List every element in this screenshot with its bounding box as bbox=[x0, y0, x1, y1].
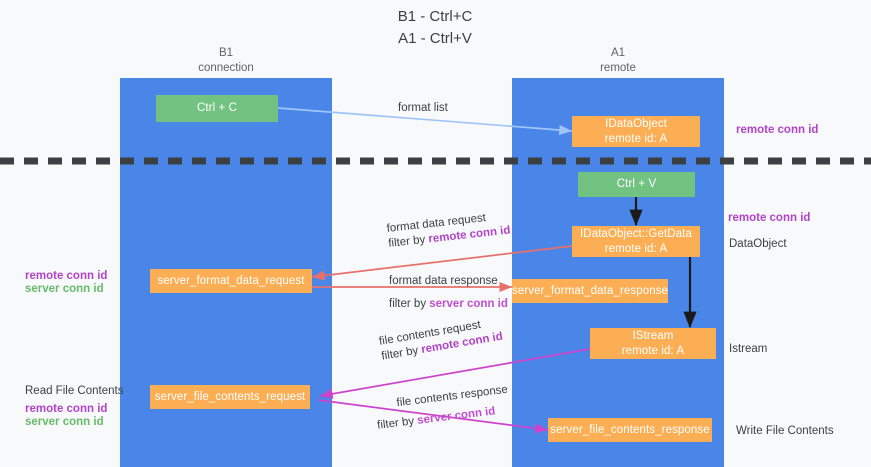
filter-prefix: filter by bbox=[376, 415, 419, 432]
node-server-format-data-response[interactable]: server_format_data_response bbox=[512, 279, 668, 303]
node-server-file-contents-request-label: server_file_contents_request bbox=[154, 390, 306, 403]
edge-label-format-data-response-filter: filter by server conn id bbox=[389, 297, 508, 312]
node-ctrl-c[interactable]: Ctrl + C bbox=[156, 95, 278, 122]
node-getdata-line1: IDataObject::GetData bbox=[580, 228, 692, 241]
node-idataobject[interactable]: IDataObject remote id: A bbox=[572, 116, 700, 147]
node-istream-line1: IStream bbox=[632, 330, 674, 343]
annotation-remote-conn-id-top: remote conn id bbox=[736, 124, 819, 136]
node-server-format-data-request[interactable]: server_format_data_request bbox=[150, 269, 312, 293]
lane-header-a1-name: A1 bbox=[610, 47, 626, 59]
node-ctrl-c-label: Ctrl + C bbox=[196, 102, 238, 115]
annotation-dataobject: DataObject bbox=[729, 238, 787, 250]
annotation-remote-conn-id-mid: remote conn id bbox=[728, 212, 811, 224]
node-idataobject-getdata[interactable]: IDataObject::GetData remote id: A bbox=[572, 226, 700, 257]
edge-label-format-list: format list bbox=[398, 102, 448, 114]
node-ctrl-v-label: Ctrl + V bbox=[616, 178, 657, 191]
filter-prefix: filter by bbox=[389, 298, 430, 311]
annotation-left-server-conn-id: server conn id bbox=[25, 283, 104, 295]
arrow-format-data-request bbox=[311, 245, 573, 281]
page-title-line2: A1 - Ctrl+V bbox=[398, 29, 472, 47]
annotation-left-remote-conn-id-2: remote conn id bbox=[25, 403, 108, 415]
filter-key-server-conn-id: server conn id bbox=[429, 298, 508, 311]
annotation-left-remote-conn-id: remote conn id bbox=[25, 270, 108, 282]
node-idataobject-line1: IDataObject bbox=[605, 118, 667, 131]
node-server-file-contents-response[interactable]: server_file_contents_response bbox=[548, 418, 712, 442]
node-idataobject-line2: remote id: A bbox=[604, 132, 668, 145]
arrow-file-contents-response bbox=[317, 399, 549, 434]
edge-label-format-data-response: format data response filter by server co… bbox=[389, 274, 508, 312]
node-ctrl-v[interactable]: Ctrl + V bbox=[578, 172, 695, 197]
node-server-file-contents-request[interactable]: server_file_contents_request bbox=[150, 385, 310, 409]
lane-header-b1-role: connection bbox=[198, 62, 254, 75]
node-server-format-data-response-label: server_format_data_response bbox=[511, 284, 669, 297]
lane-header-b1-name: B1 bbox=[218, 47, 234, 59]
arrow-format-list bbox=[277, 107, 573, 136]
annotation-istream: Istream bbox=[729, 343, 768, 355]
annotation-left-server-conn-id-2: server conn id bbox=[25, 416, 104, 428]
node-getdata-line2: remote id: A bbox=[604, 242, 668, 255]
lane-header-b1: B1 connection bbox=[146, 46, 306, 76]
node-istream-line2: remote id: A bbox=[621, 344, 685, 357]
annotation-write-file-contents: Write File Contents bbox=[736, 425, 834, 437]
page-title-line1: B1 - Ctrl+C bbox=[397, 8, 473, 25]
arrow-file-contents-request bbox=[319, 348, 591, 399]
node-istream[interactable]: IStream remote id: A bbox=[590, 328, 716, 359]
edge-label-format-data-response-caption: format data response bbox=[389, 275, 498, 287]
annotation-read-file-contents: Read File Contents bbox=[25, 385, 124, 397]
node-server-file-contents-response-label: server_file_contents_response bbox=[550, 423, 710, 436]
lane-header-a1-role: remote bbox=[600, 62, 636, 75]
filter-prefix: filter by bbox=[387, 233, 430, 251]
page-title: B1 - Ctrl+C A1 - Ctrl+V bbox=[335, 6, 535, 50]
lane-header-a1: A1 remote bbox=[538, 46, 698, 76]
node-server-format-data-request-label: server_format_data_request bbox=[157, 274, 305, 287]
